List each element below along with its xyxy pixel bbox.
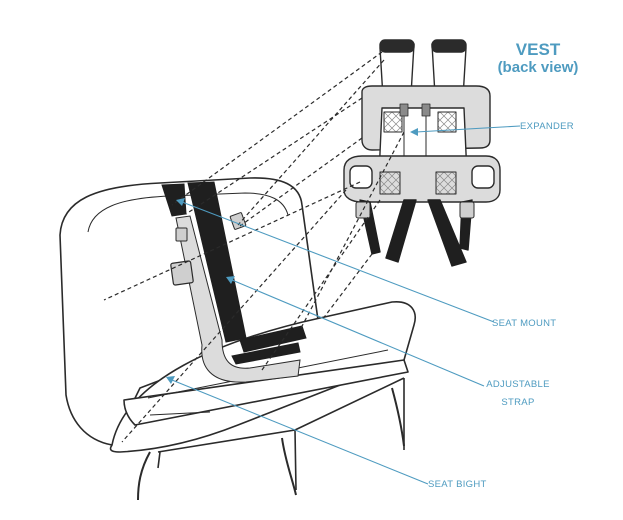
- dashed-connectors: [103, 51, 405, 443]
- vest-buckle-right: [421, 103, 431, 117]
- vest-waist-loop-right: [471, 165, 495, 189]
- vest-buckle-left: [399, 103, 409, 117]
- seat: [59, 177, 416, 501]
- connector-7: [121, 189, 347, 443]
- connector-5: [299, 131, 405, 331]
- label-seat-bight: SEAT BIGHT: [428, 479, 487, 490]
- vest-lower-strap-right: [427, 199, 467, 267]
- label-adjustable-strap-line1: ADJUSTABLE: [486, 379, 550, 390]
- vest-strap-buckle-right: [459, 201, 475, 219]
- seat-mount-strap-secondary: [161, 183, 187, 217]
- vest-lower-strap-left: [385, 199, 417, 263]
- leader-lines: [166, 125, 521, 485]
- seat-back: [59, 177, 319, 446]
- seat-cushion-seam-2: [149, 411, 211, 416]
- vest-expander-left: [383, 111, 403, 133]
- connector-2: [185, 97, 363, 215]
- label-seat-mount: SEAT MOUNT: [492, 318, 557, 329]
- vest: [343, 39, 501, 267]
- label-expander: EXPANDER: [520, 121, 574, 132]
- leader-expander: [415, 125, 521, 133]
- connector-1: [171, 51, 383, 206]
- vest-waist-loop-left: [349, 165, 373, 189]
- arrow-seat-bight: [166, 376, 175, 384]
- vest-expander-right: [437, 111, 457, 133]
- vest-shoulder-cap-right: [431, 39, 467, 53]
- leader-adjustable-strap: [231, 279, 485, 387]
- seat-bight-strap: [239, 325, 307, 353]
- vest-subtitle: (back view): [497, 59, 579, 76]
- label-adjustable-strap-line2: STRAP: [501, 397, 535, 408]
- seat-base: [157, 377, 405, 491]
- seat-webbing-loop: [175, 215, 301, 383]
- vest-title: VEST: [515, 40, 561, 59]
- seat-cushion-front: [123, 359, 409, 426]
- seat-leg-right: [391, 387, 405, 447]
- arrow-adjustable-strap: [226, 276, 235, 284]
- seat-mount-straps: [161, 181, 307, 383]
- seat-bight-strap-2: [231, 342, 301, 365]
- seat-leg-left: [137, 451, 151, 501]
- seat-leg-front: [281, 437, 297, 496]
- seat-mount-strap-main: [187, 181, 247, 343]
- vest-lower-expander-right: [435, 171, 457, 195]
- leader-seat-bight: [171, 379, 429, 485]
- vest-lower-expander-left: [379, 171, 401, 195]
- vest-strap-buckle-left: [355, 201, 371, 219]
- arrow-expander: [410, 128, 418, 136]
- leader-seat-mount: [181, 201, 495, 323]
- seat-buckle: [170, 260, 194, 286]
- connector-8: [103, 181, 361, 301]
- vest-shoulder-cap-left: [379, 39, 415, 53]
- connector-3: [237, 59, 385, 226]
- seat-clip-left: [175, 227, 188, 242]
- arrow-seat-mount: [176, 198, 185, 206]
